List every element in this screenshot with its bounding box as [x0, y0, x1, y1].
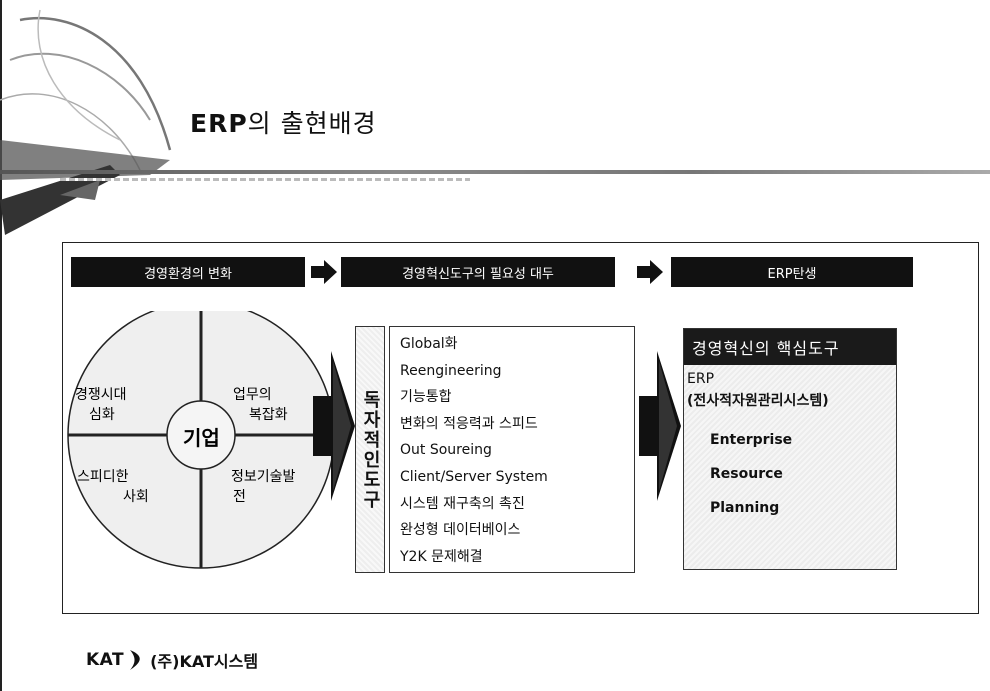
quadrant-it-line2: 전	[233, 489, 246, 505]
company-logo: KAT (주)KAT시스템	[86, 648, 258, 672]
erp-word-enterprise: Enterprise	[710, 432, 793, 448]
quadrant-competition-line1: 경쟁시대	[75, 387, 127, 403]
slide-title: ERP의 출현배경	[190, 104, 377, 140]
quadrant-it-line1: 정보기술발	[231, 469, 296, 485]
quadrant-competition-line2: 심화	[89, 407, 115, 423]
quadrant-speed-line1: 스피디한	[77, 469, 129, 485]
diagram-panel: 경영환경의 변화 경영혁신도구의 필요성 대두 ERP탄생 기업 경쟁시대 심화…	[62, 242, 979, 614]
erp-word-planning: Planning	[710, 500, 780, 516]
core-tool-header: 경영혁신의 핵심도구	[684, 329, 896, 365]
center-label-company: 기업	[183, 426, 220, 450]
erp-word-resource: Resource	[710, 466, 783, 482]
list-item: Y2K 문제해결	[400, 548, 483, 565]
logo-company-name: (주)KAT시스템	[150, 652, 259, 671]
flow-header-erp-birth: ERP탄생	[671, 257, 913, 287]
core-tool-erp-full: (전사적자원관리시스템)	[687, 393, 829, 409]
list-item: 시스템 재구축의 촉진	[400, 495, 525, 512]
environment-circle-diagram: 기업 경쟁시대 심화 업무의 복잡화 스피디한 사회 정보기술발 전	[67, 311, 335, 569]
quadrant-complexity-line1: 업무의	[233, 387, 272, 403]
innovation-tools-list: Global화 Reengineering 기능통합 변화의 적응력과 스피드 …	[389, 326, 635, 573]
right-arrow-icon	[311, 260, 337, 284]
title-divider	[0, 170, 990, 174]
quadrant-speed-line2: 사회	[123, 489, 149, 505]
list-item: 완성형 데이터베이스	[400, 522, 521, 539]
slide-frame-left	[0, 0, 2, 691]
list-item: Out Soureing	[400, 442, 492, 459]
logo-chevron-icon	[130, 650, 140, 670]
independent-tool-label-box: 독자적인도구	[355, 326, 385, 573]
vertical-label: 독자적인도구	[360, 389, 381, 510]
list-item: Client/Server System	[400, 468, 548, 485]
slide-title-rest: 의 출현배경	[247, 109, 377, 138]
flow-header-environment: 경영환경의 변화	[71, 257, 305, 287]
right-arrow-icon	[637, 260, 663, 284]
quadrant-complexity-line2: 복잡화	[249, 407, 288, 423]
title-divider-faded	[60, 178, 470, 181]
list-item: Global화	[400, 336, 458, 352]
core-tool-box: 경영혁신의 핵심도구 ERP (전사적자원관리시스템) Enterprise R…	[683, 328, 897, 570]
flow-header-innovation-need: 경영혁신도구의 필요성 대두	[341, 257, 615, 287]
core-tool-erp: ERP	[687, 371, 715, 387]
list-item: Reengineering	[400, 362, 502, 379]
logo-kat-text: KAT	[86, 650, 125, 670]
list-item: 기능통합	[400, 389, 452, 406]
slide-title-bold: ERP	[190, 109, 248, 138]
erp-acronym-words: Enterprise Resource Planning	[710, 432, 896, 534]
big-right-arrow-icon	[313, 351, 355, 501]
big-right-arrow-icon	[639, 351, 681, 501]
list-item: 변화의 적응력과 스피드	[400, 415, 538, 432]
